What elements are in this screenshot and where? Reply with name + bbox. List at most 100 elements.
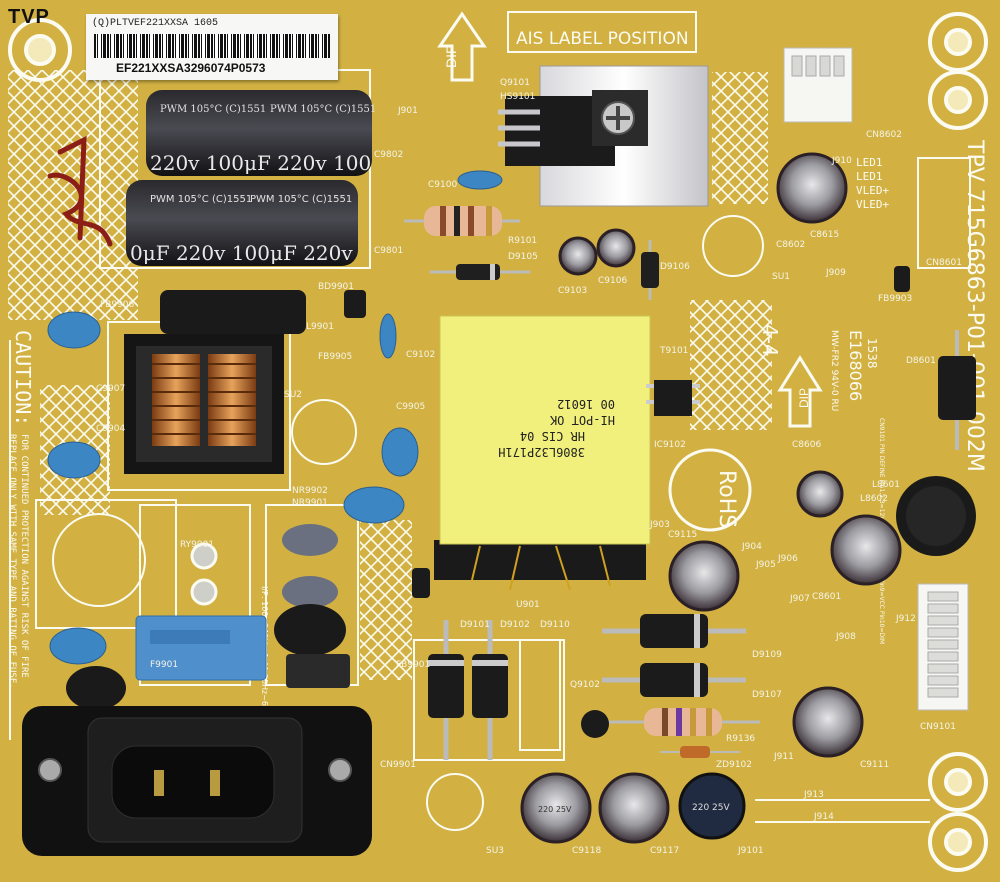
- ref-j907: J907: [790, 594, 810, 604]
- mount-hole-top-right: [928, 12, 988, 130]
- ref-hs9101: HS9101: [500, 92, 536, 102]
- relay-holes: [190, 542, 218, 606]
- bulk-capacitor-bottom: PWM 105°C (C)1551 PWM 105°C (C)1551 0μF …: [126, 180, 358, 266]
- caution-title: CAUTION:: [11, 330, 35, 426]
- ref-fb9905: FB9905: [318, 352, 353, 362]
- ref-c9115: C9115: [668, 530, 698, 540]
- ic-ic9102: [646, 380, 700, 416]
- diode-d9109: [602, 614, 746, 648]
- svg-text:PWM 105°C (C)1551: PWM 105°C (C)1551: [270, 104, 376, 115]
- ref-bd9901: BD9901: [318, 282, 355, 292]
- ref-j909: J909: [826, 268, 846, 278]
- resistor-r9101: [404, 206, 520, 236]
- barcode: [94, 34, 330, 58]
- ref-j905: J905: [756, 560, 776, 570]
- svg-text:00 16012: 00 16012: [557, 397, 615, 411]
- ref-t9101: T9101: [660, 346, 689, 356]
- svg-text:HR CIS 04: HR CIS 04: [520, 429, 585, 443]
- ref-c9802: C9802: [374, 150, 404, 160]
- ais-label-position: AIS LABEL POSITION: [516, 29, 689, 49]
- ref-c9905: C9905: [396, 402, 426, 412]
- ref-d9101: D9101: [460, 620, 490, 630]
- rating-mark: MW-FR2 94V-0 RU: [829, 330, 839, 411]
- ref-d8601: D8601: [906, 356, 936, 366]
- ref-j910: J910: [832, 156, 852, 166]
- diode-d9101: [428, 620, 464, 760]
- model-number: TPV 715G6863-P01-001-002M: [962, 139, 987, 472]
- sticker-line-1: (Q)PLTVEF221XXSA 1605: [92, 18, 219, 29]
- svg-text:220 25V: 220 25V: [692, 803, 730, 813]
- ref-zd9102: ZD9102: [716, 760, 752, 770]
- resistor-r9136: [600, 708, 760, 736]
- small-electrolytic-caps: [520, 152, 902, 844]
- ref-r9136: R9136: [726, 734, 756, 744]
- ref-c8602: C8602: [776, 240, 806, 250]
- ref-l8602: L8602: [860, 494, 888, 504]
- ref-fb9901: FB9901: [396, 660, 431, 670]
- dip-right-label: DIP: [797, 388, 811, 408]
- ref-c9106: C9106: [598, 276, 628, 286]
- corner-watermark: TVP: [8, 6, 50, 28]
- cap-c9118-label: 220 25V: [538, 805, 572, 814]
- hatch-area-mid: [360, 520, 412, 680]
- diode-d9107: [602, 663, 746, 697]
- x-capacitor: [66, 604, 350, 710]
- mount-hole-bottom-right: [928, 752, 988, 872]
- sticker-serial: EF221XXSA3296074P0573: [116, 61, 266, 75]
- dip-top-label: DIP: [443, 45, 459, 68]
- ref-j906: J906: [778, 554, 798, 564]
- ref-c9904: C9904: [96, 424, 126, 434]
- ref-l8601: L8601: [872, 480, 900, 490]
- bulk-capacitor-top: PWM 105°C (C)1551 PWM 105°C (C)1551 220v…: [146, 90, 376, 176]
- svg-text:0μF 220v 100μF 220v: 0μF 220v 100μF 220v: [130, 241, 353, 265]
- ref-d9109: D9109: [752, 650, 782, 660]
- ref-c9118: C9118: [572, 846, 602, 856]
- diode-d9105: [430, 264, 530, 280]
- diode-d9106: [641, 240, 659, 300]
- ref-c9102: C9102: [406, 350, 436, 360]
- caution-line-1: FOR CONTINUED PROTECTION AGAINST RISK OF…: [19, 434, 29, 678]
- led-pin-2: LED1: [856, 170, 883, 183]
- hatch-area-heatsink: [712, 72, 768, 204]
- diode-d8601: [938, 330, 976, 450]
- ref-c9907: C9907: [96, 384, 126, 394]
- ref-u901: U901: [516, 600, 540, 610]
- ref-cn9101: CN9101: [920, 722, 956, 732]
- rating-44: 4-4: [758, 324, 782, 357]
- led-pin-1: LED1: [856, 156, 883, 169]
- ref-c9117: C9117: [650, 846, 680, 856]
- svg-text:220v 100μF 220v 100: 220v 100μF 220v 100: [150, 151, 371, 175]
- ref-l9901: L9901: [306, 322, 334, 332]
- led-pin-4: VLED+: [856, 198, 890, 211]
- ref-j913: J913: [804, 790, 824, 800]
- zener-zd9102: [660, 746, 740, 758]
- ref-cn9901: CN9901: [380, 760, 416, 770]
- ref-fb9906: FB9906: [100, 300, 135, 310]
- svg-text:HI-POT OK: HI-POT OK: [549, 413, 615, 427]
- ref-su1: SU1: [772, 272, 791, 282]
- ref-c8601: C8601: [812, 592, 842, 602]
- svg-text:3806L32P171H: 3806L32P171H: [498, 445, 585, 459]
- ref-r9101: R9101: [508, 236, 538, 246]
- ref-j904: J904: [742, 542, 762, 552]
- ref-j903: J903: [650, 520, 670, 530]
- heatsink: [505, 65, 709, 207]
- ref-fb9903: FB9903: [878, 294, 913, 304]
- ref-cn8602: CN8602: [866, 130, 902, 140]
- ref-d9107: D9107: [752, 690, 782, 700]
- ref-su2: SU2: [284, 390, 303, 400]
- ceramic-caps: [47, 170, 503, 665]
- ref-c9801: C9801: [374, 246, 404, 256]
- ref-cn8601: CN8601: [926, 258, 962, 268]
- rohs-mark: RoHS: [668, 448, 752, 532]
- ref-d9105: D9105: [508, 252, 538, 262]
- cap-c9101: 220 25V: [678, 772, 746, 840]
- caution-line-2: REPLACE ONLY WITH SAME TYPE AND RATING O…: [7, 434, 17, 689]
- common-mode-choke: [124, 290, 306, 474]
- hatch-area-right: [690, 300, 772, 430]
- ref-j908: J908: [836, 632, 856, 642]
- ntc-thermistors: [282, 524, 338, 608]
- connector-cn9101: [917, 583, 969, 711]
